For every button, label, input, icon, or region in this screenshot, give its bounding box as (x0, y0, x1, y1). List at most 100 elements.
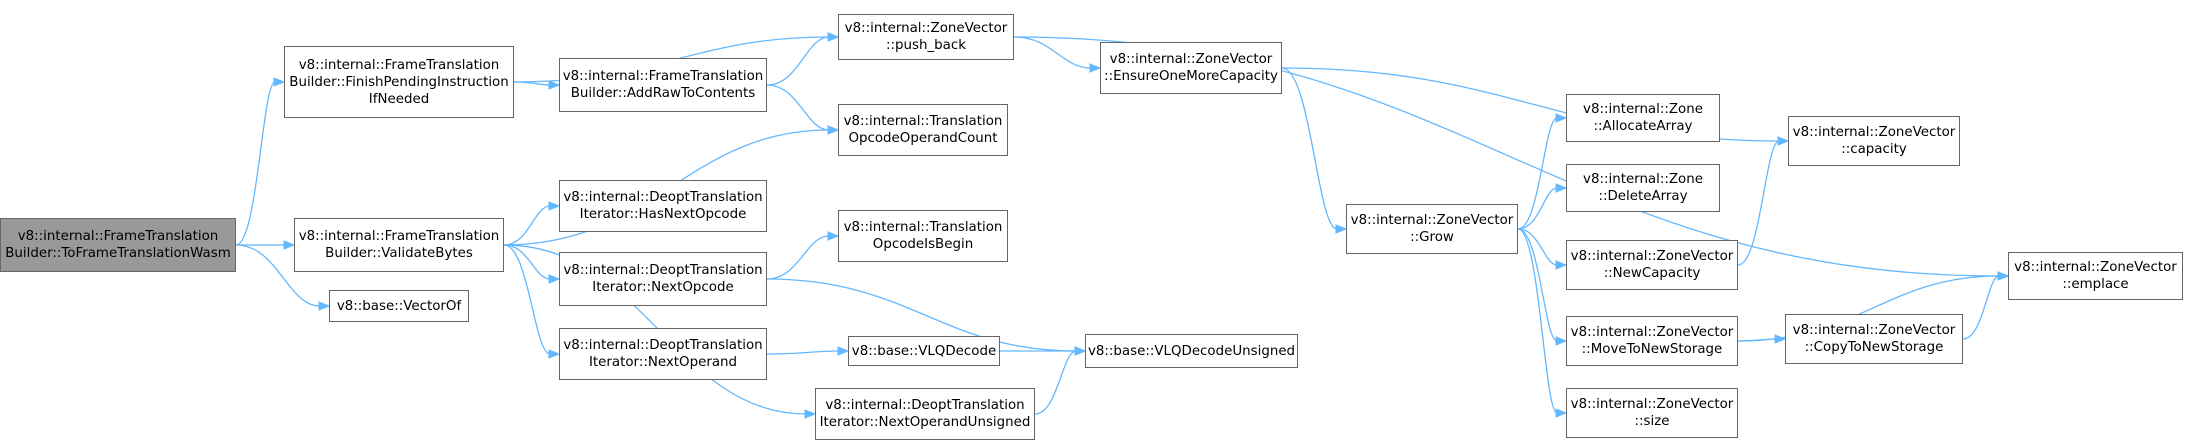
node-label-line: v8::internal::ZoneVector (1792, 125, 1956, 140)
node-label-line: IfNeeded (368, 91, 430, 107)
edge-grow-to-size (1517, 228, 1558, 414)
node-pushback[interactable]: v8::internal::ZoneVector::push_back (838, 14, 1014, 60)
node-label-line: Iterator::NextOperand (588, 355, 738, 370)
node-newcap[interactable]: v8::internal::ZoneVector::NewCapacity (1566, 240, 1738, 290)
edge-arrowhead (548, 349, 561, 359)
edge-validate-to-hasnext (503, 205, 551, 246)
node-label-line: v8::internal::DeoptTranslation (563, 338, 763, 353)
node-size[interactable]: v8::internal::ZoneVector::size (1566, 388, 1738, 438)
node-label-line: ::size (1634, 414, 1670, 429)
node-label-line: ::emplace (2062, 277, 2129, 292)
node-label-line: ::capacity (1841, 142, 1907, 157)
edge-arrowhead (827, 32, 840, 42)
node-label-line: v8::internal::DeoptTranslation (563, 190, 763, 205)
node-label-line: Builder::ToFrameTranslationWasm (5, 246, 231, 261)
edge-arrowhead (548, 274, 561, 284)
edge-pushback-to-ensure (1013, 36, 1092, 69)
node-label-line: Iterator::HasNextOpcode (579, 207, 747, 222)
node-label-line: OpcodeIsBegin (872, 237, 974, 252)
edge-arrowhead (1555, 183, 1568, 193)
node-allocate[interactable]: v8::internal::Zone::AllocateArray (1566, 94, 1720, 142)
edge-addraw-to-pushback (766, 36, 830, 86)
node-label-line: ::NewCapacity (1603, 266, 1701, 281)
edge-arrowhead (1997, 271, 2010, 281)
edge-arrowhead (318, 301, 331, 311)
node-label-line: ::push_back (886, 38, 966, 53)
node-label-line: v8::internal::Zone (1583, 102, 1703, 117)
edge-arrowhead (1555, 408, 1568, 418)
edge-newcap-to-capacity (1737, 140, 1780, 266)
node-delete[interactable]: v8::internal::Zone::DeleteArray (1566, 164, 1720, 212)
edge-nextoperand-to-vlqdecode (766, 350, 840, 355)
node-vectorof[interactable]: v8::base::VectorOf (329, 290, 469, 322)
node-label-line: Builder::AddRawToContents (570, 86, 756, 101)
node-label-line: v8::internal::Zone (1583, 172, 1703, 187)
node-label-line: v8::internal::DeoptTranslation (563, 263, 763, 278)
edge-arrowhead (1774, 334, 1787, 344)
node-label-line: v8::internal::Translation (843, 114, 1003, 129)
edge-arrowhead (1335, 224, 1348, 234)
node-label-line: ::MoveToNewStorage (1581, 342, 1723, 357)
node-label-line: ::CopyToNewStorage (1804, 340, 1944, 355)
edge-arrowhead (283, 240, 296, 250)
edge-move-to-copy (1737, 338, 1777, 342)
edge-arrowhead (827, 125, 840, 135)
node-label-line: Iterator::NextOpcode (592, 280, 734, 295)
node-label-line: v8::internal::FrameTranslation (17, 229, 219, 244)
node-label-line: v8::internal::ZoneVector (1792, 323, 1956, 338)
node-copy[interactable]: v8::internal::ZoneVector::CopyToNewStora… (1785, 314, 1963, 364)
node-capacity[interactable]: v8::internal::ZoneVector::capacity (1788, 116, 1960, 166)
node-label-line: v8::internal::DeoptTranslation (825, 398, 1025, 413)
edge-validate-to-nextoperand (503, 244, 551, 355)
edge-addraw-to-opcount (766, 84, 830, 131)
edge-arrowhead (1997, 271, 2010, 281)
edge-arrowhead (1074, 346, 1087, 356)
edge-arrowhead (273, 77, 286, 87)
edge-arrowhead (548, 201, 561, 211)
edge-finish-to-addraw (513, 81, 551, 86)
node-label-line: v8::internal::FrameTranslation (562, 69, 764, 84)
node-vlqdecode[interactable]: v8::base::VLQDecode (848, 336, 1000, 366)
edge-nextopcode-to-isbegin (766, 235, 830, 280)
edge-arrowhead (1555, 260, 1568, 270)
edge-arrowhead (1089, 63, 1102, 73)
node-label-line: ::AllocateArray (1593, 119, 1693, 134)
edge-arrowhead (1074, 346, 1087, 356)
node-label-line: v8::internal::ZoneVector (2014, 260, 2177, 275)
node-label-line: Iterator::NextOperandUnsigned (819, 415, 1031, 430)
edge-grow-to-delete (1517, 187, 1558, 230)
node-label-line: v8::internal::FrameTranslation (298, 57, 500, 73)
node-label-line: OpcodeOperandCount (848, 131, 998, 146)
edge-validate-to-nextopcode (503, 244, 551, 280)
edge-arrowhead (1997, 271, 2010, 281)
edge-arrowhead (1555, 336, 1568, 346)
edge-arrowhead (1555, 113, 1568, 123)
edge-arrowhead (827, 231, 840, 241)
node-move[interactable]: v8::internal::ZoneVector::MoveToNewStora… (1566, 316, 1738, 366)
node-ensure[interactable]: v8::internal::ZoneVector::EnsureOneMoreC… (1100, 42, 1282, 94)
edge-arrowhead (1777, 136, 1790, 146)
node-label-line: Builder::ValidateBytes (325, 246, 473, 261)
node-label-line: ::Grow (1410, 230, 1454, 245)
node-vlqunsigned[interactable]: v8::base::VLQDecodeUnsigned (1085, 334, 1298, 368)
node-label-line: v8::internal::ZoneVector (844, 21, 1008, 36)
node-grow[interactable]: v8::internal::ZoneVector::Grow (1346, 204, 1518, 254)
edge-grow-to-move (1517, 228, 1558, 342)
edge-arrowhead (837, 346, 850, 356)
node-emplace[interactable]: v8::internal::ZoneVector::emplace (2008, 252, 2183, 300)
node-label-line: v8::base::VLQDecodeUnsigned (1087, 343, 1296, 359)
node-label-line: Builder::FinishPendingInstruction (289, 74, 509, 90)
node-label-line: v8::internal::ZoneVector (1109, 52, 1273, 67)
edge-grow-to-allocate (1517, 117, 1558, 230)
node-label-line: v8::base::VectorOf (336, 298, 462, 314)
